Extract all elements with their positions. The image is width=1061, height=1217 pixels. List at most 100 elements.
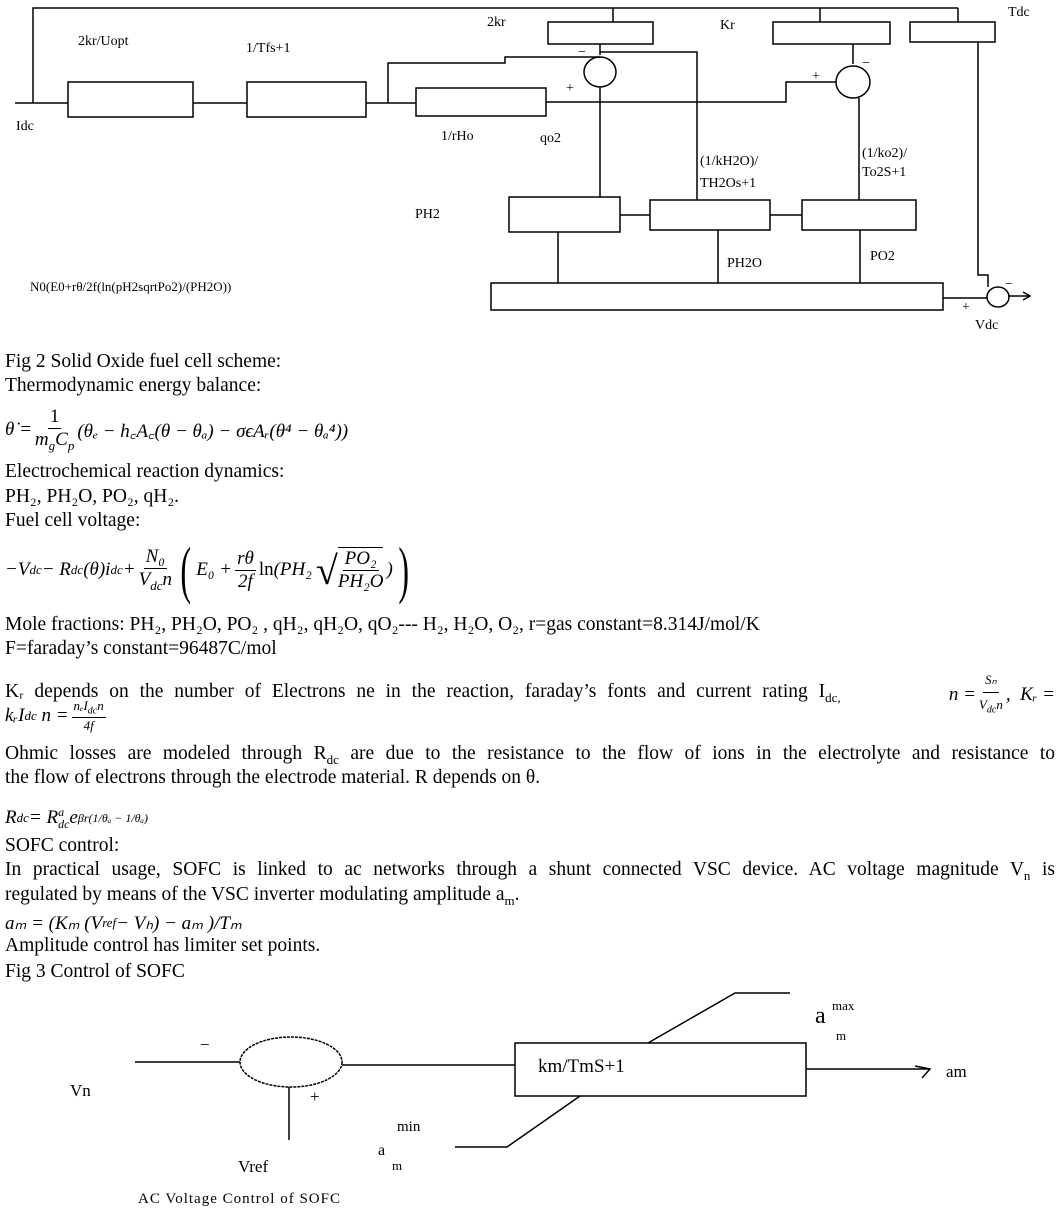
label-idc: Idc (16, 119, 34, 134)
eq-num: Sₙ (983, 668, 999, 693)
label-kr: Kr (720, 18, 735, 33)
label-tdc: Tdc (1008, 5, 1030, 20)
sofc-control-heading: SOFC control: (5, 835, 120, 856)
faraday-constant: F=faraday’s constant=96487C/mol (5, 638, 277, 659)
eq-term: R (5, 807, 17, 828)
block-tdc (909, 21, 996, 43)
label-1-rho: 1/rHo (441, 129, 474, 144)
sqrt-sign: √ (315, 547, 338, 593)
label-block: km/TmS+1 (538, 1056, 625, 1077)
label-vref: Vref (238, 1157, 268, 1176)
eq-term: − R (41, 559, 71, 580)
block-2kr (547, 21, 654, 45)
voltage-heading: Fuel cell voltage: (5, 510, 141, 531)
practical-text: . (514, 884, 520, 905)
practical-line1: In practical usage, SOFC is linked to ac… (5, 858, 1055, 888)
eq-num: N₀ (143, 546, 167, 570)
eq-term: + (122, 559, 136, 580)
summing-junction-3 (986, 286, 1010, 308)
eq-term: n = (948, 684, 976, 706)
eq-den: 4f (83, 717, 94, 733)
summing-junction-2 (835, 65, 871, 99)
label-ph2o: PH2O (727, 256, 762, 271)
eq-num: rθ (235, 547, 256, 571)
label-max-sup: max (832, 998, 855, 1013)
eq-num: n (97, 698, 104, 714)
label-qo2: qo2 (540, 131, 561, 146)
label-min-a: a (378, 1142, 385, 1159)
fig2-block-diagram: 2kr/Uopt 1/Tfs+1 2kr Kr Tdc Idc 1/rHo qo… (15, 5, 1032, 333)
label-o2-tf-2: To2S+1 (862, 165, 906, 180)
practical-sub: n (1023, 867, 1031, 883)
eq-term: − Vₕ) − aₘ )/Tₘ (116, 912, 242, 934)
block-ph2o (649, 199, 771, 231)
eq-body: (θₑ − h꜀A꜀(θ − θₐ) − σϵAᵣ(θ⁴ − θₐ⁴)) (77, 421, 349, 442)
eq-sup: a (58, 805, 65, 819)
eq-sub: dc (24, 708, 37, 723)
label-1-tfs-1: 1/Tfs+1 (246, 41, 290, 56)
sign-plus-3: + (962, 300, 970, 315)
label-2kr: 2kr (487, 15, 506, 30)
eq-sub: dc (150, 577, 163, 593)
eq-den: V (138, 569, 151, 591)
ohmic-text: Ohmic losses are modeled through R (5, 743, 327, 764)
eq-den: 2f (238, 570, 253, 592)
eq-sub: dc (29, 562, 42, 577)
block-po2 (801, 199, 917, 231)
mole-fractions: Mole fractions: PH₂, PH₂O, PO₂ , qH₂, qH… (5, 614, 760, 635)
block-2kr-uopt (67, 81, 194, 118)
amplitude-limits: Amplitude control has limiter set points… (5, 935, 321, 956)
fig3-caption: Fig 3 Control of SOFC (5, 961, 185, 982)
eq-den: V (978, 697, 987, 712)
eq-term: E₀ + (196, 559, 233, 580)
eq-term: aₘ = (Kₘ (V (5, 912, 103, 934)
summing-junction (239, 1036, 343, 1088)
eq-sub: g (48, 437, 56, 453)
electrochem-heading: Electrochemical reaction dynamics: (5, 461, 285, 482)
kr-paragraph-line1: Kᵣ depends on the number of Electrons ne… (5, 668, 1055, 723)
kr-text-sub: dc, (825, 690, 841, 706)
kr-text: Kᵣ depends on the number of Electrons ne… (5, 681, 826, 703)
summing-junction-1 (583, 56, 617, 88)
sign-minus: − (200, 1035, 210, 1054)
eq-term: Kᵣ = (1020, 684, 1055, 706)
eq-sub: dc (16, 810, 29, 825)
label-vdc: Vdc (975, 318, 998, 333)
sign-plus-1: + (566, 81, 574, 96)
label-max-sub: m (836, 1028, 846, 1043)
eq-num: nₑI (73, 698, 88, 714)
eq-sub: dc (986, 704, 997, 716)
label-min-sub: m (392, 1158, 402, 1173)
label-h2o-tf-2: TH2Os+1 (700, 176, 756, 191)
ohmic-sub: dc (326, 751, 339, 767)
label-h2o-tf-1: (1/kH2O)/ (700, 154, 758, 169)
eq-term: ) (386, 559, 393, 580)
sign-minus-1: − (578, 45, 586, 60)
ohmic-line2: the flow of electrons through the electr… (5, 767, 541, 788)
label-vn: Vn (70, 1081, 91, 1100)
label-nernst: N0(E0+rθ/2f(ln(pH2sqrtPo2)/(PH2O)) (30, 279, 231, 294)
eq-term: , (1005, 684, 1011, 706)
practical-line2: regulated by means of the VSC inverter m… (5, 883, 519, 913)
max-limiter-line (647, 992, 790, 1044)
eq-sub: dc (110, 562, 123, 577)
block-ph2 (508, 196, 621, 233)
eq-term: kᵣI (5, 705, 25, 726)
eq-den: n (996, 697, 1003, 712)
eq-num: 1 (47, 406, 62, 430)
sign-minus-3: − (1005, 277, 1013, 292)
label-ph2: PH2 (415, 207, 440, 222)
label-am-output: am (946, 1062, 967, 1081)
sign-plus: + (310, 1087, 320, 1106)
label-max-a: a (815, 1003, 826, 1029)
eq-sub: p (67, 437, 75, 453)
open-paren: ( (180, 534, 191, 605)
eq-ln: ln (258, 559, 274, 580)
block-1-rho (415, 87, 547, 117)
eq-sup: ref (102, 915, 117, 930)
